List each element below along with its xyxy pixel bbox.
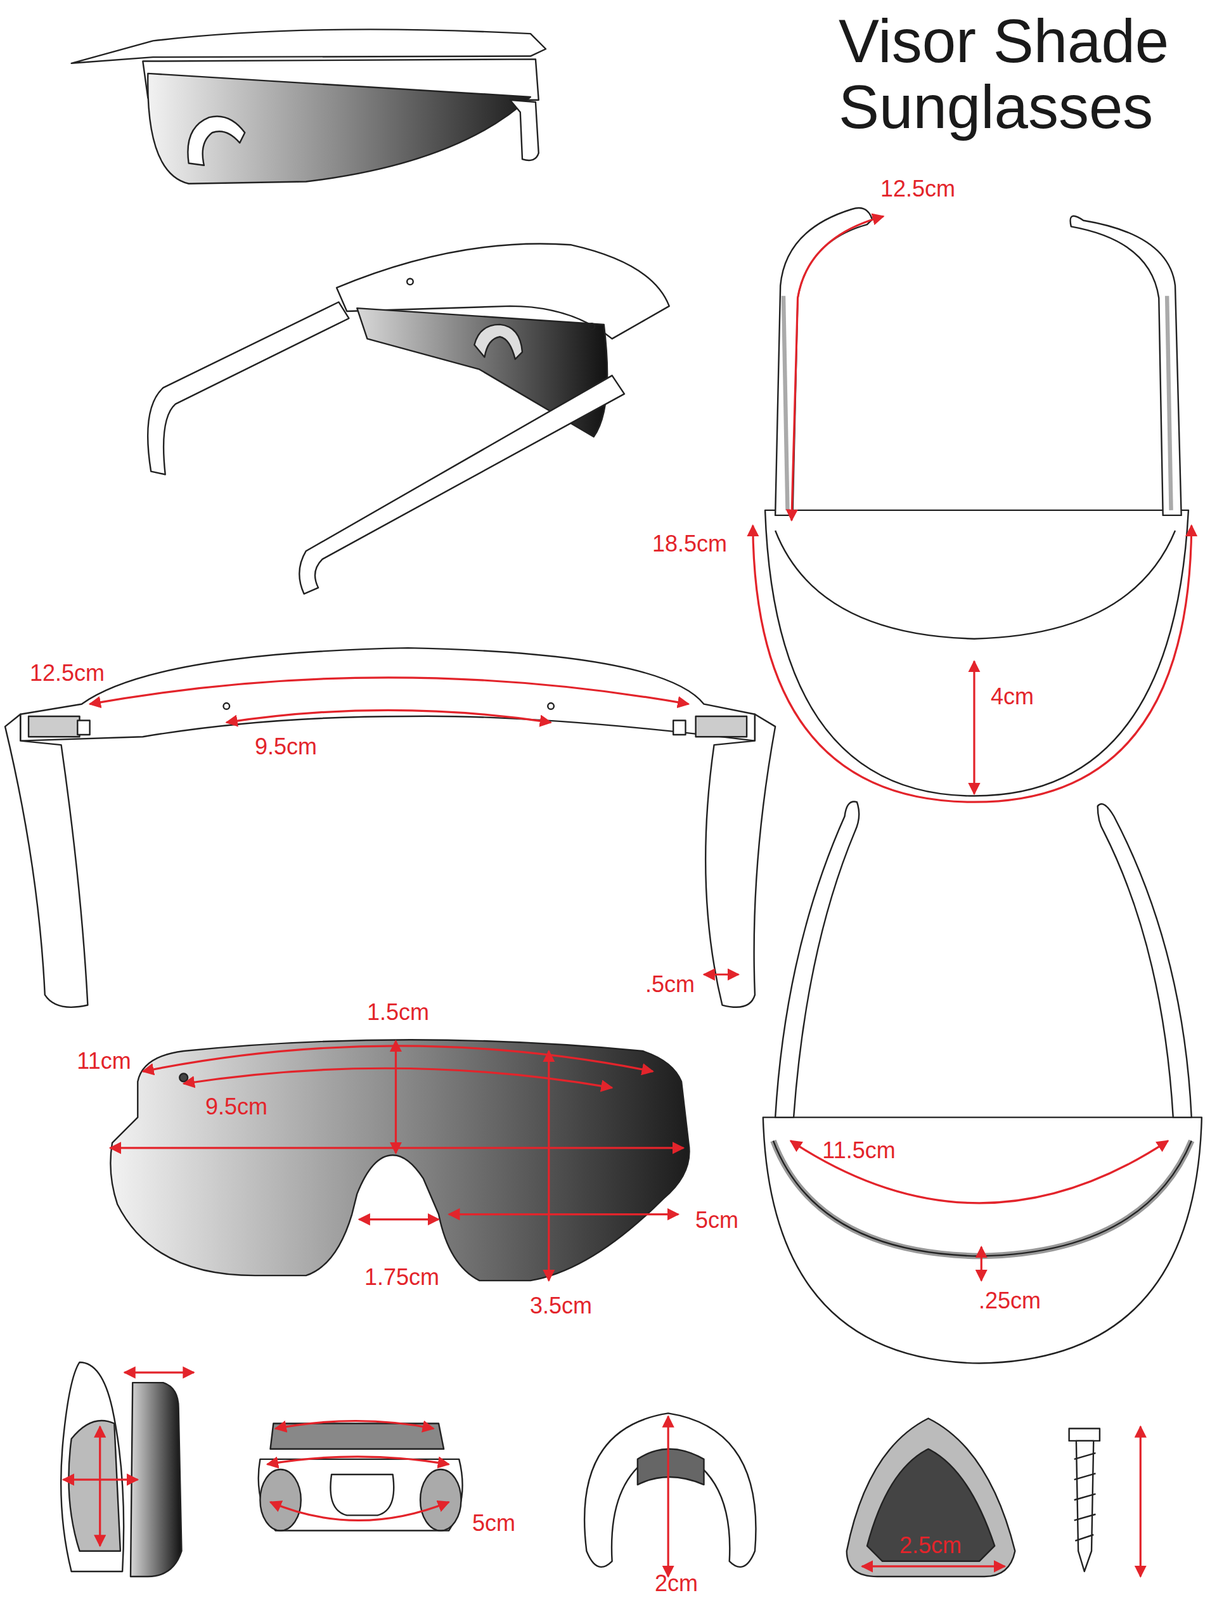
dimension-label: 5cm — [695, 1208, 739, 1232]
dimension-label: 1.75cm — [364, 1265, 440, 1289]
dimension-label: 18.5cm — [652, 532, 728, 556]
dimension-label: 12.5cm — [29, 661, 105, 685]
dimension-label: 5cm — [472, 1511, 516, 1535]
dimension-label: 9.5cm — [205, 1095, 268, 1119]
dimension-label: 9.5cm — [254, 735, 317, 759]
dimension-label: 3.5cm — [529, 1294, 593, 1318]
dimension-label: 12.5cm — [880, 177, 956, 201]
dimension-label: 11.5cm — [822, 1139, 896, 1162]
dimension-label: 2cm — [654, 1571, 698, 1595]
dimension-label: 1.5cm — [367, 1000, 430, 1024]
dimension-label: 2.5cm — [899, 1533, 962, 1557]
dimension-label: 4cm — [990, 685, 1034, 709]
title: Visor Shade Sunglasses — [838, 8, 1213, 140]
dimension-label: .5cm — [645, 972, 695, 996]
dimension-label: 11cm — [76, 1049, 131, 1073]
dimension-label: .25cm — [978, 1289, 1041, 1313]
